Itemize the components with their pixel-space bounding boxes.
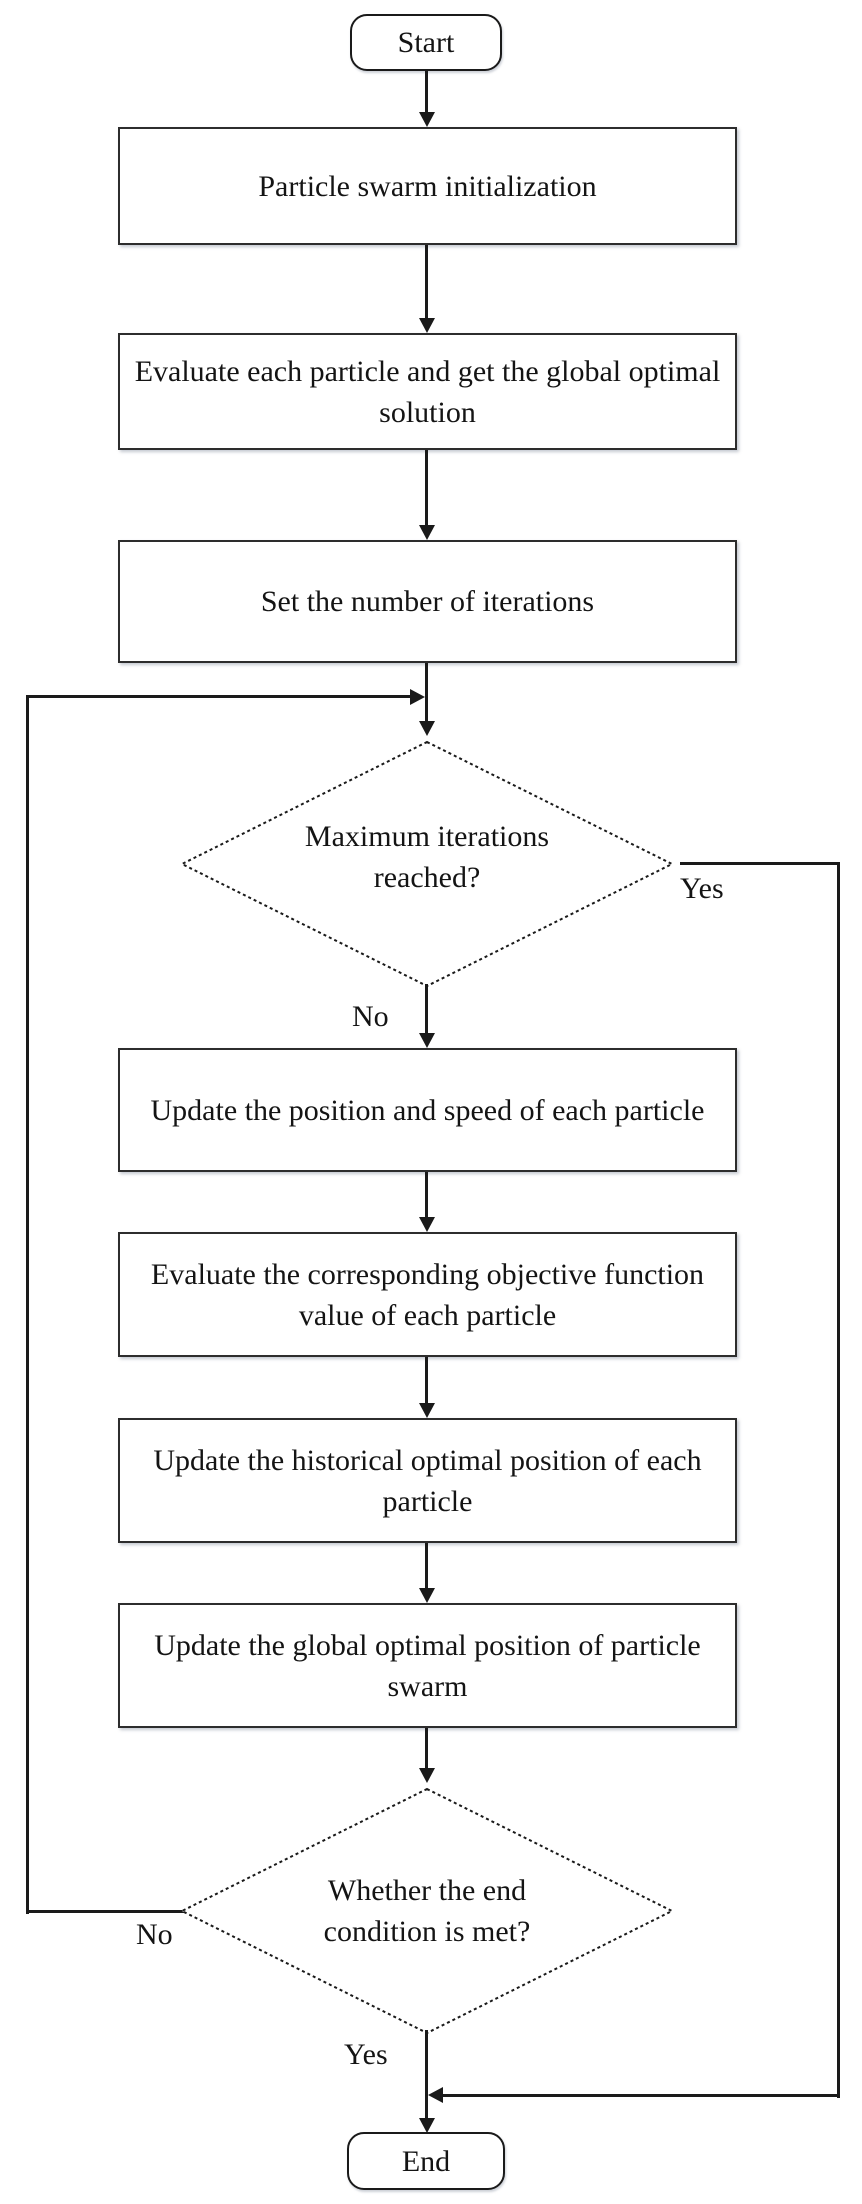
arrowhead-into-update-position xyxy=(419,1033,435,1048)
process-box-evaluate-particles: Evaluate each particle and get the globa… xyxy=(118,333,737,450)
edge-init-to-evaluate xyxy=(425,245,428,319)
edge-start-to-init xyxy=(425,70,428,114)
arrowhead-into-decision1 xyxy=(419,721,435,736)
edge-yes-right-down xyxy=(837,862,840,2098)
process-label: Evaluate each particle and get the globa… xyxy=(134,354,721,429)
edge-historical-to-global xyxy=(425,1543,428,1590)
process-box-update-global-optimal: Update the global optimal position of pa… xyxy=(118,1603,737,1728)
arrowhead-into-end xyxy=(419,2118,435,2133)
edge-loop-top xyxy=(26,695,410,698)
label-decision2-no: No xyxy=(136,1918,173,1951)
arrowhead-init-to-evaluate xyxy=(419,318,435,333)
decision2-label: Whether the end condition is met? xyxy=(323,1874,531,1948)
arrowhead-into-evaluate-objective xyxy=(419,1217,435,1232)
edge-loop-left xyxy=(26,695,29,1914)
process-box-update-historical-optimal: Update the historical optimal position o… xyxy=(118,1418,737,1543)
arrowhead-into-global xyxy=(419,1588,435,1603)
label-decision1-no: No xyxy=(352,1000,389,1033)
process-label: Particle swarm initialization xyxy=(258,169,597,203)
process-box-set-iterations: Set the number of iterations xyxy=(118,540,737,663)
edge-evaluate-to-set-iterations xyxy=(425,450,428,526)
process-label: Evaluate the corresponding objective fun… xyxy=(150,1257,705,1332)
edge-loop-bottom-right xyxy=(442,2094,840,2097)
label-decision1-yes: Yes xyxy=(680,872,724,905)
process-box-update-position-speed: Update the position and speed of each pa… xyxy=(118,1048,737,1172)
end-terminal: End xyxy=(347,2132,505,2190)
process-box-evaluate-objective: Evaluate the corresponding objective fun… xyxy=(118,1232,737,1357)
edge-global-to-decision2 xyxy=(425,1728,428,1770)
arrowhead-evaluate-to-set-iterations xyxy=(419,525,435,540)
process-label: Update the historical optimal position o… xyxy=(153,1443,702,1518)
edge-loop-bottom-left xyxy=(26,1910,184,1913)
arrowhead-into-decision2 xyxy=(419,1768,435,1783)
end-label: End xyxy=(401,2144,451,2178)
edge-decision1-yes-right xyxy=(680,862,840,865)
edge-decision1-no-down xyxy=(425,984,428,1034)
edge-set-iterations-to-decision1 xyxy=(425,663,428,723)
arrowhead-yes-join xyxy=(428,2087,443,2103)
process-label: Update the global optimal position of pa… xyxy=(154,1628,701,1703)
process-label: Update the position and speed of each pa… xyxy=(150,1093,705,1127)
decision1-label: Maximum iterations reached? xyxy=(304,820,550,894)
arrowhead-start-to-init xyxy=(419,112,435,127)
arrowhead-into-historical xyxy=(419,1403,435,1418)
edge-decision2-yes-to-end xyxy=(425,2030,428,2120)
start-label: Start xyxy=(397,26,455,59)
arrowhead-loop-join xyxy=(410,689,425,705)
edge-update-position-to-evaluate-objective xyxy=(425,1172,428,1218)
process-label: Set the number of iterations xyxy=(260,585,595,618)
start-terminal: Start xyxy=(350,14,502,71)
edge-evaluate-objective-to-historical xyxy=(425,1357,428,1405)
label-decision2-yes: Yes xyxy=(344,2038,388,2071)
process-box-initialization: Particle swarm initialization xyxy=(118,127,737,245)
